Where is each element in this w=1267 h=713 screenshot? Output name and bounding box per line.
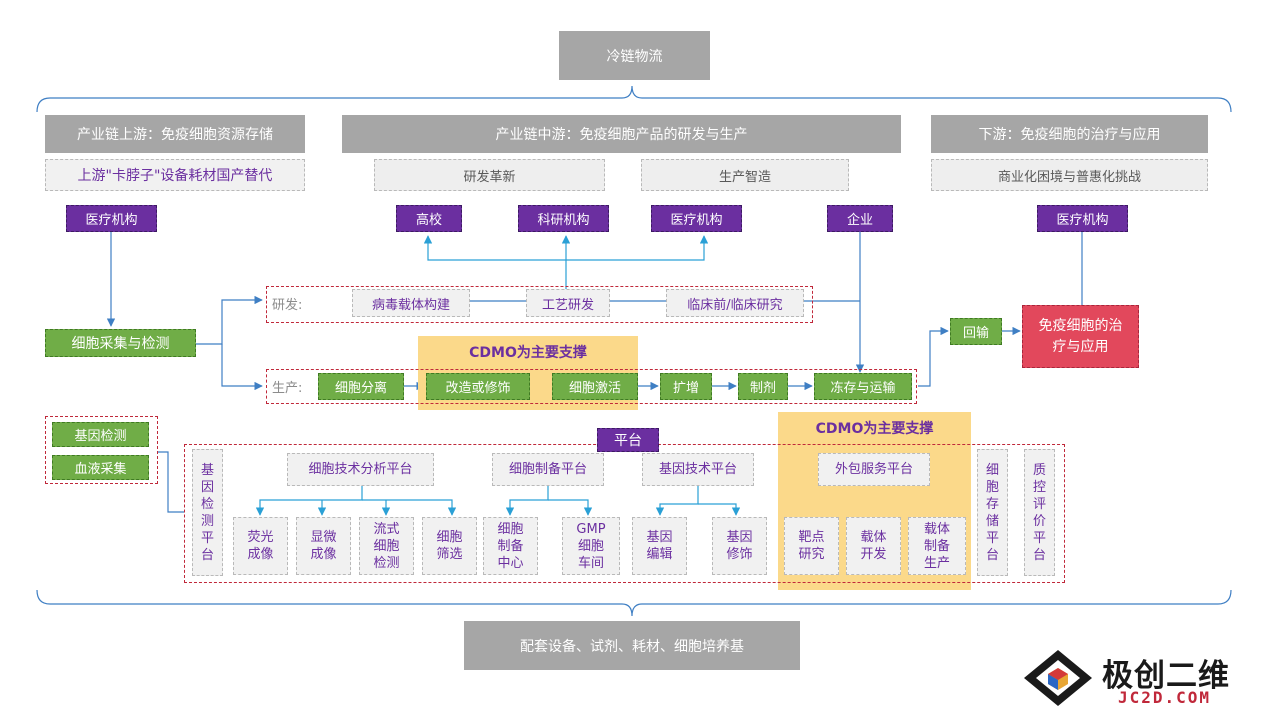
logo-text: 极创二维 bbox=[1102, 658, 1230, 694]
cell-prep-platform: 细胞制备平台 bbox=[492, 453, 604, 486]
reinfusion-box: 回输 bbox=[950, 318, 1002, 345]
upstream-medical-institution: 医疗机构 bbox=[66, 205, 157, 232]
rd-row-frame bbox=[266, 286, 813, 323]
cell-analysis-platform: 细胞技术分析平台 bbox=[287, 453, 434, 486]
child-fluorescence-imaging: 荧光成像 bbox=[233, 517, 288, 575]
child-vector-production: 载体制备生产 bbox=[908, 517, 966, 575]
cold-chain-box: 冷链物流 bbox=[559, 31, 710, 80]
cell-collection-testing: 细胞采集与检测 bbox=[45, 329, 196, 357]
production-label: 生产: bbox=[272, 381, 303, 396]
downstream-header: 下游：免疫细胞的治疗与应用 bbox=[931, 115, 1208, 153]
gene-test-platform: 基因检测平台 bbox=[192, 449, 223, 576]
top-brace bbox=[36, 85, 1232, 113]
child-gene-editing: 基因编辑 bbox=[632, 517, 687, 575]
bottom-brace bbox=[36, 589, 1232, 617]
left-item-blood-collection: 血液采集 bbox=[52, 455, 149, 480]
rd-label: 研发: bbox=[272, 298, 303, 313]
cdmo-label-production: CDMO为主要支撑 bbox=[469, 345, 587, 361]
cdmo-label-platform: CDMO为主要支撑 bbox=[815, 421, 934, 437]
org-enterprise: 企业 bbox=[827, 205, 893, 232]
rd-step-viral-vector: 病毒载体构建 bbox=[352, 289, 470, 317]
org-university: 高校 bbox=[396, 205, 462, 232]
child-vector-development: 载体开发 bbox=[846, 517, 901, 575]
platform-title: 平台 bbox=[597, 428, 659, 452]
midstream-header: 产业链中游：免疫细胞产品的研发与生产 bbox=[342, 115, 901, 153]
rd-step-process: 工艺研发 bbox=[526, 289, 610, 317]
supporting-equipment-box: 配套设备、试剂、耗材、细胞培养基 bbox=[464, 621, 800, 670]
production-row-frame bbox=[266, 369, 917, 404]
downstream-medical-institution: 医疗机构 bbox=[1037, 205, 1128, 232]
prod-step-expansion: 扩增 bbox=[660, 373, 712, 400]
child-gene-modification: 基因修饰 bbox=[712, 517, 767, 575]
left-side-frame bbox=[45, 416, 158, 484]
child-target-research: 靶点研究 bbox=[784, 517, 839, 575]
rd-innovation-subheader: 研发革新 bbox=[374, 159, 605, 191]
outsourcing-platform: 外包服务平台 bbox=[818, 453, 930, 486]
logo: 极创二维 JC2D.COM bbox=[1022, 640, 1262, 710]
downstream-subheader: 商业化困境与普惠化挑战 bbox=[931, 159, 1208, 191]
gene-tech-platform: 基因技术平台 bbox=[642, 453, 754, 486]
rd-step-clinical: 临床前/临床研究 bbox=[666, 289, 804, 317]
qc-evaluation-platform: 质控评价平台 bbox=[1024, 449, 1055, 576]
child-gmp-workshop: GMP细胞车间 bbox=[562, 517, 620, 575]
cell-storage-platform: 细胞存储平台 bbox=[977, 449, 1008, 576]
child-cell-prep-center: 细胞制备中心 bbox=[483, 517, 538, 575]
upstream-header: 产业链上游：免疫细胞资源存储 bbox=[45, 115, 305, 153]
child-cell-screening: 细胞筛选 bbox=[422, 517, 477, 575]
prod-step-modification: 改造或修饰 bbox=[426, 373, 530, 400]
prod-step-activation: 细胞激活 bbox=[552, 373, 638, 400]
logo-domain: JC2D.COM bbox=[1118, 688, 1212, 707]
child-flow-cytometry: 流式细胞检测 bbox=[359, 517, 414, 575]
prod-step-formulation: 制剂 bbox=[738, 373, 788, 400]
therapy-box: 免疫细胞的治疗与应用 bbox=[1022, 305, 1139, 368]
org-medical-institution: 医疗机构 bbox=[651, 205, 742, 232]
smart-manufacturing-subheader: 生产智造 bbox=[641, 159, 849, 191]
org-research-institute: 科研机构 bbox=[518, 205, 609, 232]
logo-mark-icon bbox=[1024, 650, 1092, 706]
left-item-gene-testing: 基因检测 bbox=[52, 422, 149, 447]
child-microscopy-imaging: 显微成像 bbox=[296, 517, 351, 575]
prod-step-separation: 细胞分离 bbox=[318, 373, 404, 400]
prod-step-freeze-transport: 冻存与运输 bbox=[814, 373, 912, 400]
upstream-subheader: 上游"卡脖子"设备耗材国产替代 bbox=[45, 159, 305, 191]
